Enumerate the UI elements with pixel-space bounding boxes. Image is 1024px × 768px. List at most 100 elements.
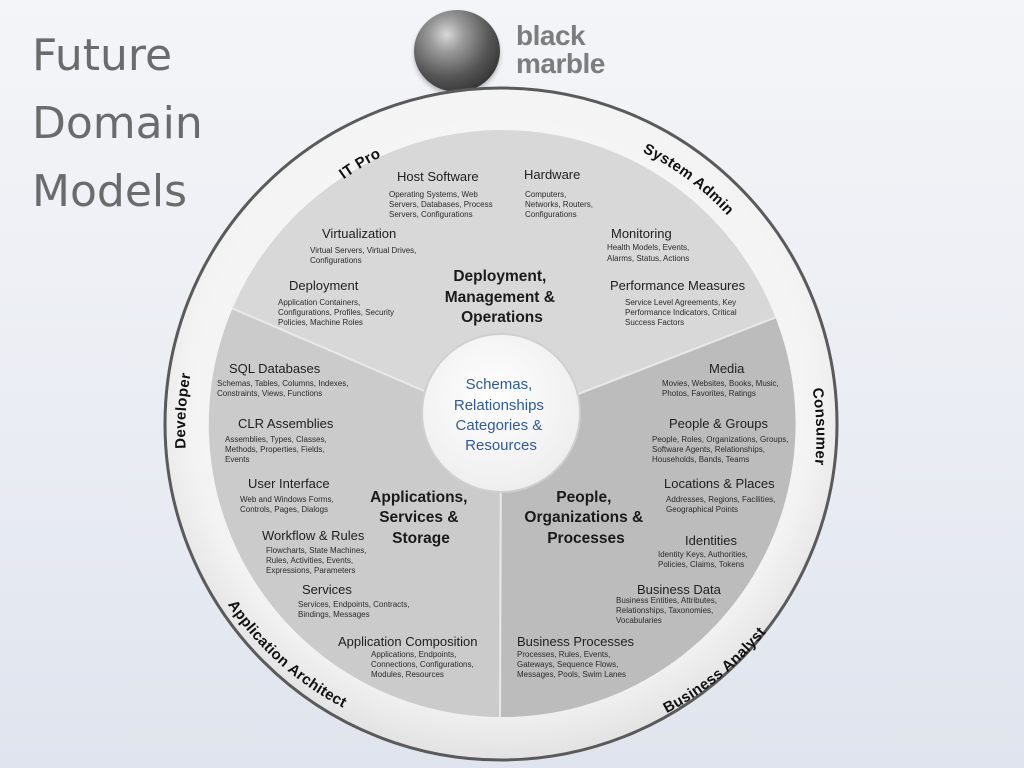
item-title-sql-databases: SQL Databases	[229, 361, 321, 376]
sector-label-applications: Applications, Services & Storage	[370, 489, 472, 547]
item-desc-monitoring: Health Models, Events, Alarms, Status, A…	[607, 243, 692, 263]
title-line: Models	[32, 166, 188, 217]
desc-line: Vocabularies	[616, 616, 662, 625]
item-title-clr-assemblies: CLR Assemblies	[238, 416, 334, 431]
sector-label-line: Deployment,	[453, 268, 546, 285]
item-title-workflow-rules: Workflow & Rules	[262, 528, 365, 543]
desc-line: Health Models, Events,	[607, 243, 689, 252]
item-desc-business-data: Business Entities, Attributes, Relations…	[616, 596, 719, 625]
sector-deployment	[232, 130, 776, 424]
item-title-business-data: Business Data	[637, 582, 722, 597]
item-title-application-composition: Application Composition	[338, 634, 477, 649]
desc-line: Identity Keys, Authorities,	[658, 550, 748, 559]
item-desc-workflow-rules: Flowcharts, State Machines, Rules, Activ…	[266, 546, 369, 575]
item-title-performance-measures: Performance Measures	[610, 278, 746, 293]
desc-line: Controls, Pages, Dialogs	[240, 505, 328, 514]
desc-line: Gateways, Sequence Flows,	[517, 660, 618, 669]
desc-line: Schemas, Tables, Columns, Indexes,	[217, 379, 348, 388]
item-title-user-interface: User Interface	[248, 476, 330, 491]
desc-line: Performance Indicators, Critical	[625, 308, 737, 317]
desc-line: Addresses, Regions, Facilities,	[666, 495, 775, 504]
desc-line: Events	[225, 455, 249, 464]
item-desc-people-groups: People, Roles, Organizations, Groups, So…	[652, 435, 791, 464]
desc-line: Connections, Configurations,	[371, 660, 474, 669]
center-line: Schemas,	[466, 376, 533, 393]
role-label-developer: Developer	[172, 371, 195, 449]
desc-line: Alarms, Status, Actions	[607, 254, 689, 263]
center-line: Relationships	[454, 397, 544, 414]
item-title-identities: Identities	[685, 533, 738, 548]
sector-label-line: Applications,	[370, 489, 467, 506]
logo-word-line: marble	[516, 48, 605, 79]
center-line: Categories &	[456, 417, 543, 434]
desc-line: Configurations	[525, 210, 577, 219]
desc-line: Flowcharts, State Machines,	[266, 546, 366, 555]
desc-line: Relationships, Taxonomies,	[616, 606, 713, 615]
item-title-people-groups: People & Groups	[669, 416, 769, 431]
item-desc-virtualization: Virtual Servers, Virtual Drives, Configu…	[310, 246, 419, 265]
center-label: Schemas, Relationships Categories & Reso…	[454, 376, 548, 454]
black-marble-logo: black marble	[410, 6, 640, 96]
desc-line: Service Level Agreements, Key	[625, 298, 736, 307]
item-desc-sql-databases: Schemas, Tables, Columns, Indexes, Const…	[217, 379, 351, 398]
desc-line: Configurations	[310, 256, 362, 265]
desc-line: Processes, Rules, Events,	[517, 650, 610, 659]
desc-line: Modules, Resources	[371, 670, 444, 679]
center-line: Resources	[465, 437, 537, 454]
sector-label-line: Organizations &	[524, 509, 643, 526]
desc-line: Bindings, Messages	[298, 610, 370, 619]
item-title-services: Services	[302, 582, 352, 597]
desc-line: Assemblies, Types, Classes,	[225, 435, 327, 444]
sector-label-line: Management &	[445, 289, 555, 306]
desc-line: Policies, Claims, Tokens	[658, 560, 744, 569]
desc-line: Geographical Points	[666, 505, 738, 514]
sector-label-line: Operations	[461, 309, 543, 326]
desc-line: Applications, Endpoints,	[371, 650, 456, 659]
desc-line: Business Entities, Attributes,	[616, 596, 717, 605]
item-desc-media: Movies, Websites, Books, Music, Photos, …	[662, 379, 781, 398]
slide-title: Future Domain Models	[32, 22, 203, 226]
item-desc-business-processes: Processes, Rules, Events, Gateways, Sequ…	[517, 650, 626, 679]
sector-label-line: Processes	[547, 530, 625, 547]
sector-label-line: People,	[556, 489, 611, 506]
desc-line: Rules, Activities, Events,	[266, 556, 353, 565]
desc-line: Web and Windows Forms,	[240, 495, 334, 504]
item-desc-services: Services, Endpoints, Contracts, Bindings…	[298, 600, 412, 619]
desc-line: Services, Endpoints, Contracts,	[298, 600, 410, 609]
desc-line: Photos, Favorites, Ratings	[662, 389, 756, 398]
desc-line: Expressions, Parameters	[266, 566, 355, 575]
item-title-virtualization: Virtualization	[322, 226, 396, 241]
item-desc-application-composition: Applications, Endpoints, Connections, Co…	[371, 650, 476, 679]
desc-line: People, Roles, Organizations, Groups,	[652, 435, 789, 444]
role-label-consumer: Consumer	[809, 387, 830, 466]
desc-line: Methods, Properties, Fields,	[225, 445, 325, 454]
desc-line: Messages, Pools, Swim Lanes	[517, 670, 626, 679]
desc-line: Constraints, Views, Functions	[217, 389, 322, 398]
desc-line: Software Agents, Relationships,	[652, 445, 765, 454]
title-line: Future	[32, 30, 173, 81]
item-desc-locations-places: Addresses, Regions, Facilities, Geograph…	[666, 495, 778, 514]
sector-label-deployment: Deployment, Management & Operations	[445, 268, 560, 326]
item-desc-deployment: Application Containers, Configurations, …	[278, 298, 396, 327]
item-desc-host-software: Operating Systems, Web Servers, Database…	[389, 190, 495, 219]
center-hub	[421, 333, 581, 493]
desc-line: Configurations, Profiles, Security	[278, 308, 394, 317]
item-desc-performance-measures: Service Level Agreements, Key Performanc…	[625, 298, 739, 327]
role-text: Developer	[172, 371, 194, 449]
item-title-monitoring: Monitoring	[611, 226, 672, 241]
desc-line: Application Containers,	[278, 298, 360, 307]
desc-line: Households, Bands, Teams	[652, 455, 749, 464]
desc-line: Servers, Databases, Process	[389, 200, 493, 209]
desc-line: Operating Systems, Web	[389, 190, 478, 199]
desc-line: Movies, Websites, Books, Music,	[662, 379, 779, 388]
marble-sphere-icon	[414, 10, 500, 92]
title-line: Domain	[32, 98, 203, 149]
item-title-locations-places: Locations & Places	[664, 476, 775, 491]
desc-line: Networks, Routers,	[525, 200, 593, 209]
desc-line: Servers, Configurations	[389, 210, 473, 219]
item-desc-user-interface: Web and Windows Forms, Controls, Pages, …	[240, 495, 336, 514]
item-title-host-software: Host Software	[397, 169, 479, 184]
logo-word-line: black	[516, 20, 586, 51]
item-title-media: Media	[709, 361, 745, 376]
